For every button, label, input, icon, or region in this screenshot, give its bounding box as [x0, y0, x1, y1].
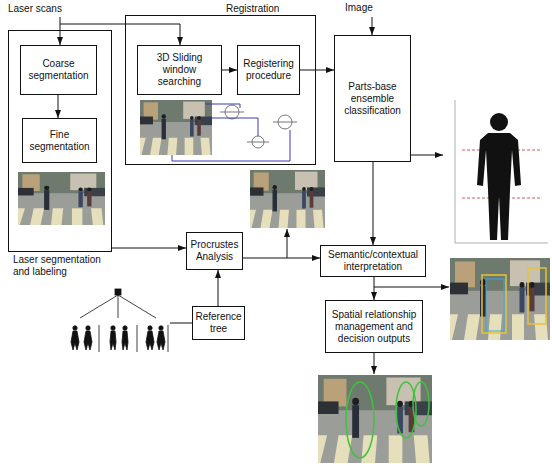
tree-separator — [137, 325, 138, 352]
flow-arrow — [316, 70, 334, 71]
semantic-photo — [440, 258, 550, 340]
silhouette-body — [477, 133, 521, 240]
pose-head — [86, 326, 90, 330]
flow-arrow — [58, 95, 59, 118]
pose-body — [157, 331, 165, 350]
layout-wires — [60, 17, 449, 374]
process-box: Procrustes Analysis — [186, 232, 243, 270]
flow-arrow — [243, 258, 320, 259]
link-line — [205, 104, 240, 108]
box-label: Reference tree — [195, 311, 241, 335]
pose-body — [110, 331, 116, 350]
group-box: Registration3D Sliding window searchingR… — [125, 15, 316, 165]
pose-head — [159, 326, 163, 330]
box-label: Semantic/contextual interpretation — [325, 249, 421, 273]
output-wire — [374, 353, 375, 374]
flow-arrow — [373, 162, 374, 245]
detection-ellipse — [413, 382, 429, 426]
pose-body — [71, 331, 79, 350]
tree-branch — [118, 295, 156, 318]
pose-head — [73, 326, 77, 330]
group-heading: Registration — [226, 3, 279, 15]
detection-box — [528, 268, 546, 324]
registration-photo — [133, 100, 212, 155]
process-box: 3D Sliding window searching — [137, 45, 222, 95]
input-wire — [60, 24, 180, 45]
process-box: Reference tree — [192, 306, 245, 340]
detection-box — [486, 279, 504, 331]
detection-ellipse — [346, 382, 374, 458]
pose-head — [111, 326, 115, 330]
box-label: Coarse segmentation — [25, 58, 92, 82]
link-line — [210, 118, 258, 136]
axis-line — [455, 243, 548, 244]
tree-figure — [71, 289, 168, 352]
box-label: Procrustes Analysis — [191, 239, 239, 263]
pose-body — [122, 331, 128, 350]
link-line — [172, 130, 290, 161]
registration-links — [172, 104, 290, 161]
group-heading: Laser segmentation and labeling — [13, 254, 107, 278]
detection-box — [482, 275, 506, 333]
sketch-line — [273, 122, 297, 123]
flow-arrow — [218, 270, 219, 306]
tree-separator — [99, 325, 100, 352]
pose-body — [146, 331, 154, 350]
input-label: Image — [345, 2, 373, 14]
tree-branch — [80, 295, 118, 318]
output-photo — [307, 375, 432, 463]
input-wire — [60, 17, 61, 45]
pose-head — [123, 326, 127, 330]
process-box: Registering procedure — [237, 45, 300, 95]
tree-wire — [170, 323, 192, 324]
process-box: Semantic/contextual interpretation — [320, 245, 426, 277]
silhouette-head — [490, 113, 508, 131]
box-label: Spatial relationship management and deci… — [330, 309, 418, 345]
tree-branch — [118, 295, 119, 318]
box-label: Parts-base ensemble classification — [339, 81, 406, 117]
sketch-line — [247, 142, 269, 143]
flow-arrow — [112, 248, 186, 249]
pose-body — [84, 331, 92, 350]
pose-head — [148, 326, 152, 330]
tree-root — [115, 289, 121, 295]
process-box: Spatial relationship management and deci… — [325, 300, 423, 353]
group-box: Laser segmentation and labelingCoarse se… — [8, 30, 112, 252]
output-wire — [287, 229, 288, 258]
flow-arrow — [222, 70, 237, 71]
box-label: Fine segmentation — [27, 129, 92, 153]
flow-arrow — [374, 277, 375, 300]
process-box: Parts-base ensemble classification — [334, 35, 411, 162]
output-wire — [374, 287, 449, 288]
tree-separator — [168, 325, 169, 352]
input-wire — [372, 17, 373, 35]
output-wire — [300, 70, 316, 71]
sketch-line — [220, 112, 244, 113]
process-box: Coarse segmentation — [20, 45, 97, 95]
box-label: Registering procedure — [242, 58, 295, 82]
laser-photo — [9, 172, 105, 225]
silhouette-figure — [455, 100, 548, 243]
output-wire — [411, 155, 443, 156]
box-label: 3D Sliding window searching — [142, 52, 217, 88]
axis-line — [455, 100, 456, 243]
procrustes-photo — [243, 170, 326, 228]
input-label: Laser scans — [8, 3, 62, 15]
process-box: Fine segmentation — [22, 118, 97, 163]
